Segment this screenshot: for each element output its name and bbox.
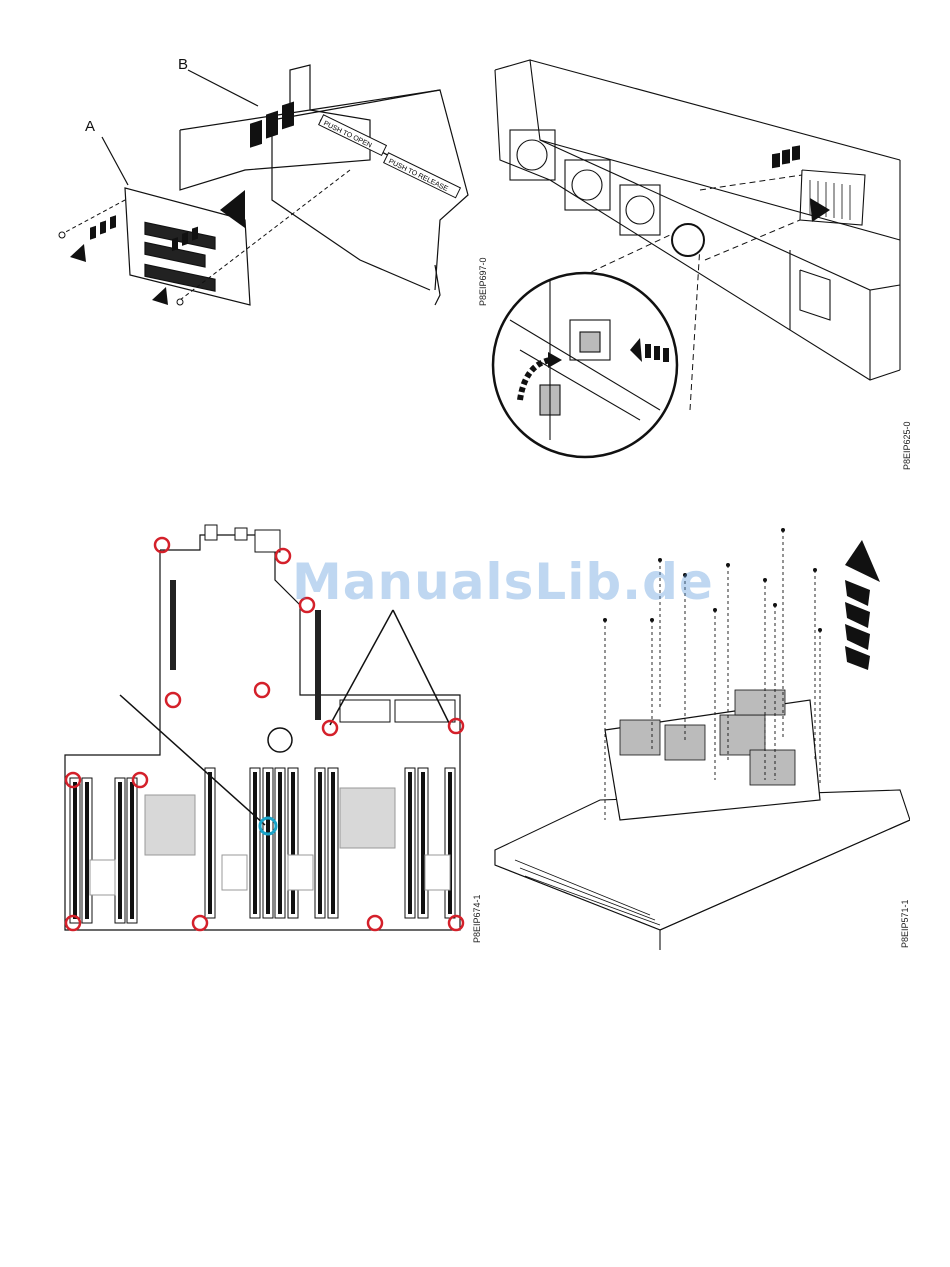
- callout-a: A: [85, 118, 95, 135]
- riser-card-drawing: PUSH TO OPEN PUSH TO RELEASE: [40, 50, 480, 320]
- chassis-latch-drawing: [490, 50, 910, 470]
- riser-card-figure: PUSH TO OPEN PUSH TO RELEASE: [40, 50, 480, 320]
- watermark-text: ManualsLib.de: [292, 553, 714, 611]
- figure-id-chassis-latch: P8EIP625-0: [902, 421, 912, 470]
- figure-id-board-removal: P8EIP571-1: [900, 899, 910, 948]
- figure-id-system-board: P8EIP674-1: [472, 894, 482, 943]
- figure-id-riser: P8EIP697-0: [478, 257, 488, 306]
- chassis-latch-figure: [490, 50, 910, 470]
- riser-push-release-text: PUSH TO RELEASE: [387, 158, 449, 193]
- callout-b: B: [178, 56, 188, 73]
